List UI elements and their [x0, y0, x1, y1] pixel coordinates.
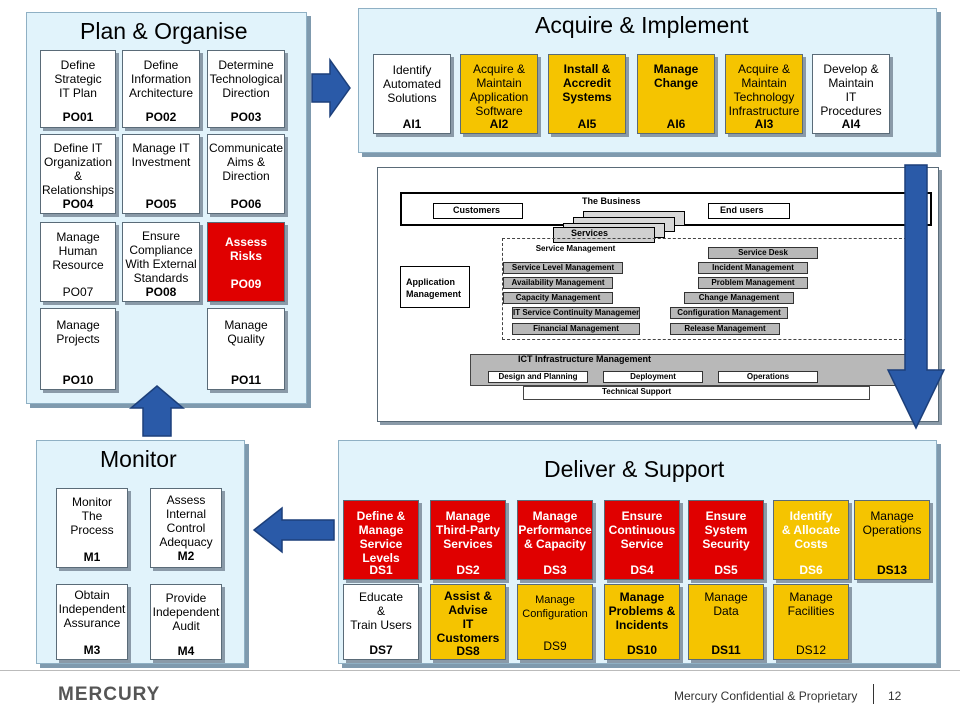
po03-box[interactable]: Determine Technological Direction PO03	[207, 50, 285, 128]
service-level-pill: Service Level Management	[503, 262, 623, 274]
financial-pill: Financial Management	[512, 323, 640, 335]
end-users-box	[708, 203, 790, 219]
mercury-logo: MERCURY	[58, 684, 161, 705]
po01-box[interactable]: Define Strategic IT Plan PO01	[40, 50, 116, 128]
deliver-support-title: Deliver & Support	[544, 456, 725, 482]
application-management-label: Application Management	[406, 277, 462, 299]
ds3-box[interactable]: Manage Performance & Capacity DS3	[517, 500, 593, 580]
ai1-box[interactable]: Identify Automated Solutions AI1	[373, 54, 451, 134]
end-users-label: End users	[720, 205, 764, 215]
m1-box[interactable]: Monitor The Process M1	[56, 488, 128, 568]
arrow-deliver-to-monitor	[252, 506, 335, 554]
technical-support-box	[523, 386, 870, 400]
po02-box[interactable]: Define Information Architecture PO02	[122, 50, 200, 128]
ds12-box[interactable]: Manage Facilities DS12	[773, 584, 849, 660]
design-planning-pill: Design and Planning	[488, 371, 588, 383]
ds5-box[interactable]: Ensure System Security DS5	[688, 500, 764, 580]
m2-box[interactable]: Assess Internal Control Adequacy M2	[150, 488, 222, 568]
services-label: Services	[571, 228, 609, 238]
po10-box[interactable]: Manage Projects PO10	[40, 308, 116, 390]
ds11-box[interactable]: Manage Data DS11	[688, 584, 764, 660]
po04-box[interactable]: Define IT Organization & Relationships P…	[40, 134, 116, 214]
ai2-box[interactable]: Acquire & Maintain Application Software …	[460, 54, 538, 134]
operations-pill: Operations	[718, 371, 818, 383]
ds1-box[interactable]: Define & Manage Service Levels DS1	[343, 500, 419, 580]
configuration-pill: Configuration Management	[670, 307, 788, 319]
ds13-box[interactable]: Manage Operations DS13	[854, 500, 930, 580]
confidential-label: Mercury Confidential & Proprietary	[674, 689, 858, 703]
page-number: 12	[888, 689, 902, 703]
itil-diagram: The Business Customers End users Service…	[377, 167, 939, 422]
release-pill: Release Management	[670, 323, 780, 335]
customers-label: Customers	[453, 205, 501, 215]
footer-separator	[873, 684, 874, 704]
arrow-plan-to-acquire	[311, 57, 351, 119]
m4-box[interactable]: Provide Independent Audit M4	[150, 584, 222, 660]
po05-box[interactable]: Manage IT Investment PO05	[122, 134, 200, 214]
ds2-box[interactable]: Manage Third-Party Services DS2	[430, 500, 506, 580]
deployment-pill: Deployment	[603, 371, 703, 383]
ai6-box[interactable]: Manage Change AI6	[637, 54, 715, 134]
ds6-box[interactable]: Identify & Allocate Costs DS6	[773, 500, 849, 580]
plan-organise-title: Plan & Organise	[80, 18, 248, 44]
ai3-box[interactable]: Acquire & Maintain Technology Infrastruc…	[725, 54, 803, 134]
ds10-box[interactable]: Manage Problems & Incidents DS10	[604, 584, 680, 660]
service-desk-pill: Service Desk	[708, 247, 818, 259]
ds8-box[interactable]: Assist & Advise IT Customers DS8	[430, 584, 506, 660]
m3-box[interactable]: Obtain Independent Assurance M3	[56, 584, 128, 660]
monitor-title: Monitor	[100, 446, 177, 472]
services-card	[553, 227, 655, 243]
customers-box	[433, 203, 523, 219]
change-pill: Change Management	[684, 292, 794, 304]
ai5-box[interactable]: Install & Accredit Systems AI5	[548, 54, 626, 134]
technical-support-label: Technical Support	[602, 387, 672, 396]
ds9-box[interactable]: Manage Configuration DS9	[517, 584, 593, 660]
capacity-pill: Capacity Management	[503, 292, 613, 304]
ict-infra-label: ICT Infrastructure Management	[518, 354, 652, 364]
the-business-label: The Business	[582, 196, 641, 206]
ds7-box[interactable]: Educate & Train Users DS7	[343, 584, 419, 660]
continuity-pill: IT Service Continuity Management	[512, 307, 640, 319]
incident-pill: Incident Management	[698, 262, 808, 274]
application-management-box	[400, 266, 470, 308]
acquire-implement-title: Acquire & Implement	[535, 12, 749, 38]
ai4-box[interactable]: Develop & Maintain IT Procedures AI4	[812, 54, 890, 134]
footer-divider	[0, 670, 960, 671]
problem-pill: Problem Management	[698, 277, 808, 289]
po06-box[interactable]: Communicate Aims & Direction PO06	[207, 134, 285, 214]
po11-box[interactable]: Manage Quality PO11	[207, 308, 285, 390]
po07-box[interactable]: Manage Human Resource PO07	[40, 222, 116, 302]
availability-pill: Availability Management	[503, 277, 613, 289]
service-management-pill: Service Management	[528, 244, 623, 256]
ds4-box[interactable]: Ensure Continuous Service DS4	[604, 500, 680, 580]
po08-box[interactable]: Ensure Compliance With External Standard…	[122, 222, 200, 302]
po09-box[interactable]: Assess Risks PO09	[207, 222, 285, 302]
